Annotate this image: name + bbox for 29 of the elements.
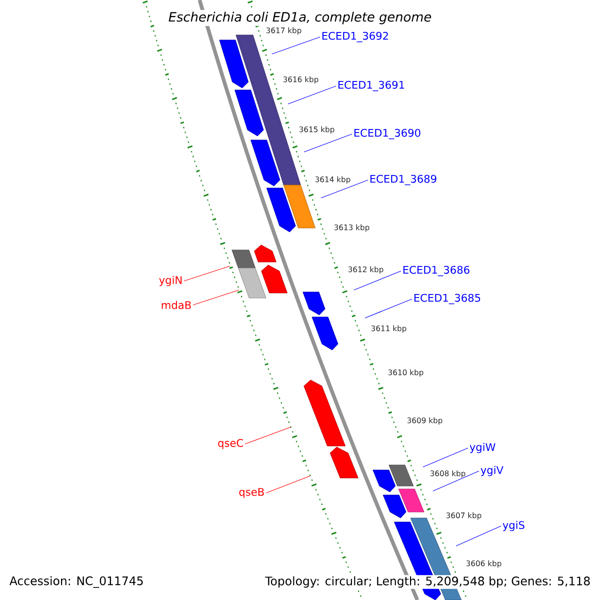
gene-label: ygiV	[480, 466, 504, 476]
gene-label: ECED1_3686	[403, 266, 470, 276]
gene-label: ECED1_3689	[370, 174, 436, 186]
gene-label: qseB	[239, 488, 264, 498]
gene-label: ygiW	[470, 442, 496, 454]
leader-line	[184, 266, 230, 282]
leader-line	[272, 36, 320, 54]
leader-line	[456, 526, 502, 546]
gene-label: ECED1_3691	[338, 80, 404, 92]
leader-line	[432, 470, 480, 492]
leader-line	[364, 298, 412, 318]
leader-line	[304, 134, 352, 152]
gene-label: ygiN	[159, 276, 182, 286]
gene-label: ECED1_3690	[354, 128, 420, 140]
gene-label: mdaB	[162, 300, 191, 310]
leader-line	[192, 290, 240, 306]
gene-label: qseC	[218, 439, 244, 449]
leader-line	[266, 476, 310, 494]
leader-line	[422, 448, 468, 468]
footer-text: Accession: NC_011745	[10, 576, 143, 588]
leader-line	[354, 270, 402, 290]
leader-line	[244, 426, 292, 444]
leader-line	[320, 180, 368, 198]
gene-label: ECED1_3685	[414, 294, 480, 304]
gene-label: ECED1_3692	[322, 32, 388, 42]
leader-line	[288, 86, 336, 104]
gene-label: ygiS	[502, 520, 524, 532]
footer-text: Topology: circular; Length: 5,209,548 bp; Genes: 5,118	[264, 575, 592, 589]
title: Escherichia coli ED1a, complete genome	[166, 10, 434, 26]
